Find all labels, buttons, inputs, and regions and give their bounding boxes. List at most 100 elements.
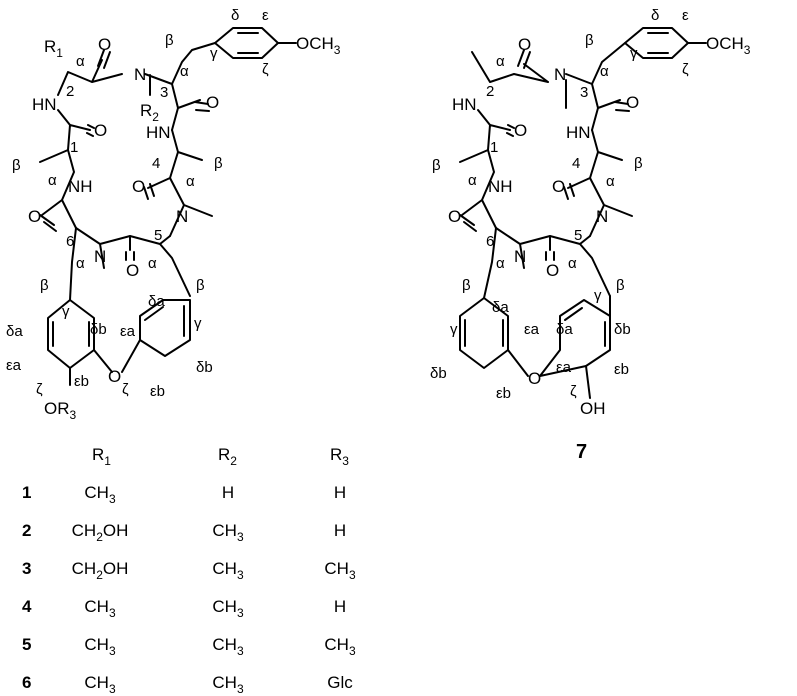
oxygen-label: O (206, 93, 219, 112)
delta-b-label: δb (90, 321, 107, 338)
table-cell-r2: H (222, 483, 234, 502)
hydroxyl-label: OH (580, 399, 606, 418)
table-compound-number: 2 (22, 521, 31, 540)
epsilon-b-label: εb (496, 385, 511, 402)
table-cell-r1: CH2OH (72, 559, 129, 582)
table-compound-number: 1 (22, 483, 31, 502)
beta-label: β (616, 277, 625, 294)
gamma-label: γ (210, 45, 218, 62)
delta-b-label: δb (196, 359, 213, 376)
oxygen-label: O (626, 93, 639, 112)
position-2-label: 2 (486, 83, 494, 100)
oxygen-label: O (94, 121, 107, 140)
methoxy-label: OCH3 (706, 34, 751, 57)
alpha-label: α (148, 255, 157, 272)
epsilon-a-label: εa (6, 357, 22, 374)
zeta-label: ζ (682, 61, 689, 78)
delta-a-label: δa (6, 323, 23, 340)
alpha-label: α (186, 173, 195, 190)
gamma-label: γ (194, 315, 202, 332)
structure-b-bonds (459, 27, 707, 399)
zeta-label: ζ (262, 61, 269, 78)
table-cell-r3: CH3 (324, 635, 356, 658)
gamma-label: γ (630, 45, 638, 62)
table-header-r1: R1 (92, 445, 111, 468)
structure-a-bonds (39, 27, 297, 386)
beta-label: β (40, 277, 49, 294)
table-cell-r2: CH3 (212, 673, 244, 696)
table-compound-number: 6 (22, 673, 31, 692)
alpha-label: α (180, 63, 189, 80)
epsilon-b-label: εb (74, 373, 89, 390)
epsilon-a-label: εa (120, 323, 136, 340)
zeta-label: ζ (36, 381, 43, 398)
beta-label: β (12, 157, 21, 174)
table-cell-r1: CH3 (84, 597, 116, 620)
alpha-label: α (496, 255, 505, 272)
position-3-label: 3 (580, 84, 588, 101)
beta-label: β (214, 155, 223, 172)
table-header-r2: R2 (218, 445, 237, 468)
delta-a-label: δa (556, 321, 573, 338)
epsilon-a-label: εa (556, 359, 572, 376)
alpha-label: α (568, 255, 577, 272)
table-compound-number: 4 (22, 597, 32, 616)
oxygen-label: O (514, 121, 527, 140)
epsilon-label: ε (682, 7, 689, 24)
alpha-label: α (48, 172, 57, 189)
structure-a-labels: R1 α O β δ ε γ ζ OCH3 N α 2 3 R2 HN O O … (6, 7, 341, 422)
ether-oxygen-label: O (528, 369, 541, 388)
position-5-label: 5 (154, 227, 162, 244)
nh-label: NH (68, 177, 93, 196)
oxygen-label: O (518, 35, 531, 54)
beta-label: β (432, 157, 441, 174)
nitrogen-label: N (94, 247, 106, 266)
compound-7-number: 7 (576, 441, 587, 463)
oxygen-label: O (132, 177, 145, 196)
hn-label: HN (566, 123, 591, 142)
methoxy-label: OCH3 (296, 34, 341, 57)
position-5-label: 5 (574, 227, 582, 244)
position-2-label: 2 (66, 83, 74, 100)
hn-label: HN (452, 95, 477, 114)
position-1-label: 1 (490, 139, 498, 156)
delta-b-label: δb (430, 365, 447, 382)
beta-label: β (634, 155, 643, 172)
alpha-label: α (76, 53, 85, 70)
table-cell-r3: Glc (327, 673, 353, 692)
hn-label: HN (146, 123, 171, 142)
position-1-label: 1 (70, 139, 78, 156)
position-6-label: 6 (66, 233, 74, 250)
nh-label: NH (488, 177, 513, 196)
r2-label: R2 (140, 101, 159, 124)
gamma-label: γ (450, 321, 458, 338)
nitrogen-label: N (134, 65, 146, 84)
delta-a-label: δa (148, 293, 165, 310)
beta-label: β (196, 277, 205, 294)
table-cell-r1: CH3 (84, 483, 116, 506)
table-cell-r1: CH2OH (72, 521, 129, 544)
alpha-label: α (468, 172, 477, 189)
table-cell-r3: H (334, 521, 346, 540)
oxygen-label: O (552, 177, 565, 196)
alpha-label: α (76, 255, 85, 272)
oxygen-label: O (448, 207, 461, 226)
table-header-r3: R3 (330, 445, 349, 468)
table-cell-r1: CH3 (84, 635, 116, 658)
position-6-label: 6 (486, 233, 494, 250)
hn-label: HN (32, 95, 57, 114)
delta-label: δ (231, 7, 239, 24)
ether-oxygen-label: O (108, 367, 121, 386)
epsilon-label: ε (262, 7, 269, 24)
zeta-label: ζ (122, 381, 129, 398)
table-compound-number: 5 (22, 635, 31, 654)
or3-label: OR3 (44, 399, 77, 422)
delta-a-label: δa (492, 299, 509, 316)
table-cell-r3: H (334, 597, 346, 616)
table-cell-r1: CH3 (84, 673, 116, 696)
oxygen-label: O (98, 35, 111, 54)
nitrogen-label: N (176, 207, 188, 226)
beta-label: β (462, 277, 471, 294)
